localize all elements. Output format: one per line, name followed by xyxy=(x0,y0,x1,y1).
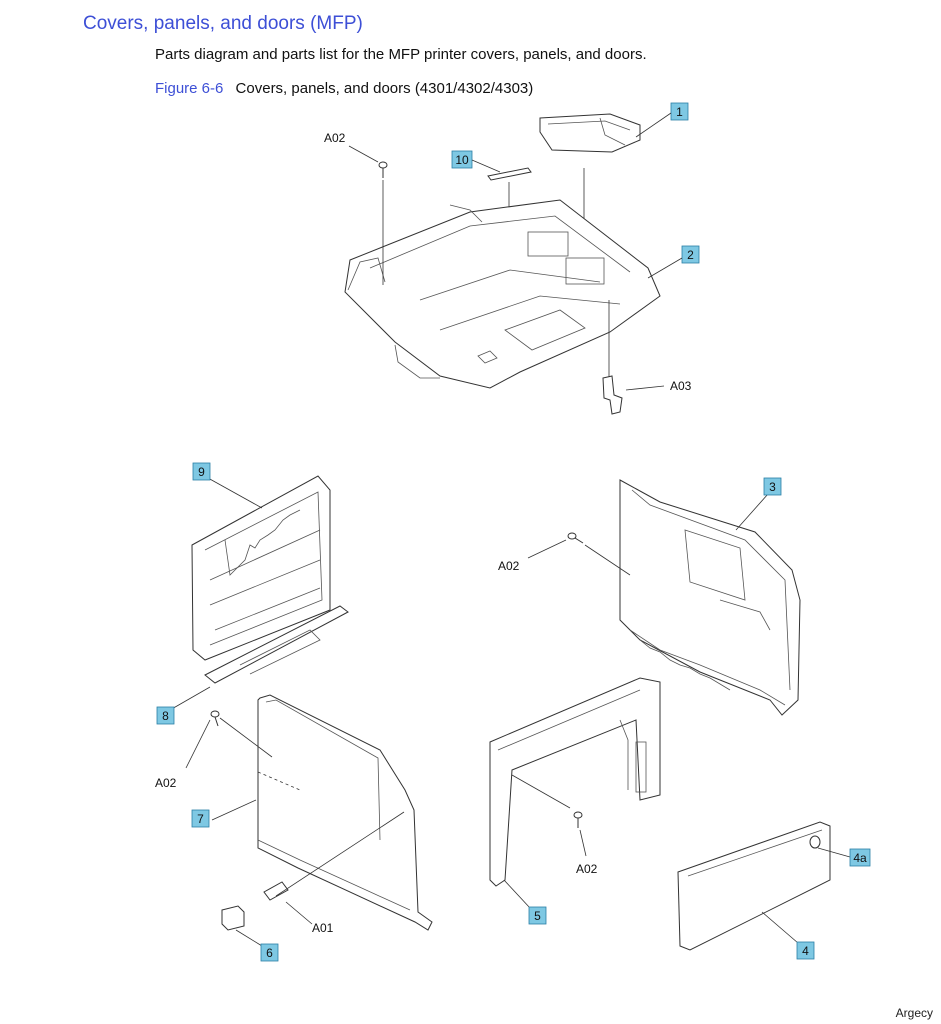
screw-a02-left xyxy=(185,710,220,769)
ref-a02-left: A02 xyxy=(155,776,177,790)
figure-heading: Figure 6-6 Covers, panels, and doors (43… xyxy=(155,80,533,97)
callout-4: 4 xyxy=(796,941,815,960)
ref-a02-top: A02 xyxy=(324,131,346,145)
svg-text:A03: A03 xyxy=(670,379,692,393)
svg-text:A02: A02 xyxy=(498,559,520,573)
callout-10: 10 xyxy=(451,150,501,173)
svg-text:4: 4 xyxy=(802,944,809,958)
svg-text:A02: A02 xyxy=(324,131,346,145)
part-4-front-door xyxy=(677,821,851,951)
svg-text:A02: A02 xyxy=(576,862,598,876)
screw-a02-top xyxy=(348,145,388,285)
svg-text:7: 7 xyxy=(197,812,204,826)
svg-text:6: 6 xyxy=(266,946,273,960)
part-9-rear-door xyxy=(191,475,331,661)
screw-a02-right xyxy=(527,532,631,576)
callout-4a: 4a xyxy=(849,848,871,867)
part-a01-roller xyxy=(263,811,405,925)
callout-3: 3 xyxy=(763,477,782,496)
figure-caption: Covers, panels, and doors (4301/4302/430… xyxy=(235,80,534,97)
part-2-scanner-base xyxy=(344,199,661,389)
callout-1: 1 xyxy=(635,102,689,138)
page-subtitle: Parts diagram and parts list for the MFP… xyxy=(155,46,647,63)
svg-text:2: 2 xyxy=(687,248,694,262)
screw-a02-front xyxy=(573,811,587,857)
part-7-left-cover xyxy=(211,694,433,931)
svg-text:8: 8 xyxy=(162,709,169,723)
svg-text:A01: A01 xyxy=(312,921,334,935)
part-6-clip xyxy=(221,905,263,947)
callout-7: 7 xyxy=(191,809,210,828)
page-title: Covers, panels, and doors (MFP) xyxy=(83,13,363,34)
svg-text:4a: 4a xyxy=(853,851,867,865)
part-8-strip xyxy=(169,605,349,711)
svg-text:9: 9 xyxy=(198,465,205,479)
svg-text:A02: A02 xyxy=(155,776,177,790)
ref-a02-right: A02 xyxy=(498,559,520,573)
callout-8: 8 xyxy=(156,706,175,725)
part-3-right-panel xyxy=(619,479,801,716)
svg-text:5: 5 xyxy=(534,909,541,923)
callout-5: 5 xyxy=(528,906,547,925)
svg-text:3: 3 xyxy=(769,480,776,494)
watermark: Argecy xyxy=(895,1006,933,1020)
callout-9: 9 xyxy=(192,462,211,481)
figure-number: Figure 6-6 xyxy=(155,80,224,97)
ref-a01: A01 xyxy=(312,921,334,935)
svg-text:10: 10 xyxy=(455,153,469,167)
ref-a02-front: A02 xyxy=(576,862,598,876)
ref-a03: A03 xyxy=(670,379,692,393)
callout-2: 2 xyxy=(647,245,700,279)
part-a03-clip xyxy=(602,375,665,415)
part-5-front-frame xyxy=(489,677,661,909)
callout-6: 6 xyxy=(260,943,279,962)
part-1-bracket xyxy=(539,113,641,262)
svg-text:1: 1 xyxy=(676,105,683,119)
